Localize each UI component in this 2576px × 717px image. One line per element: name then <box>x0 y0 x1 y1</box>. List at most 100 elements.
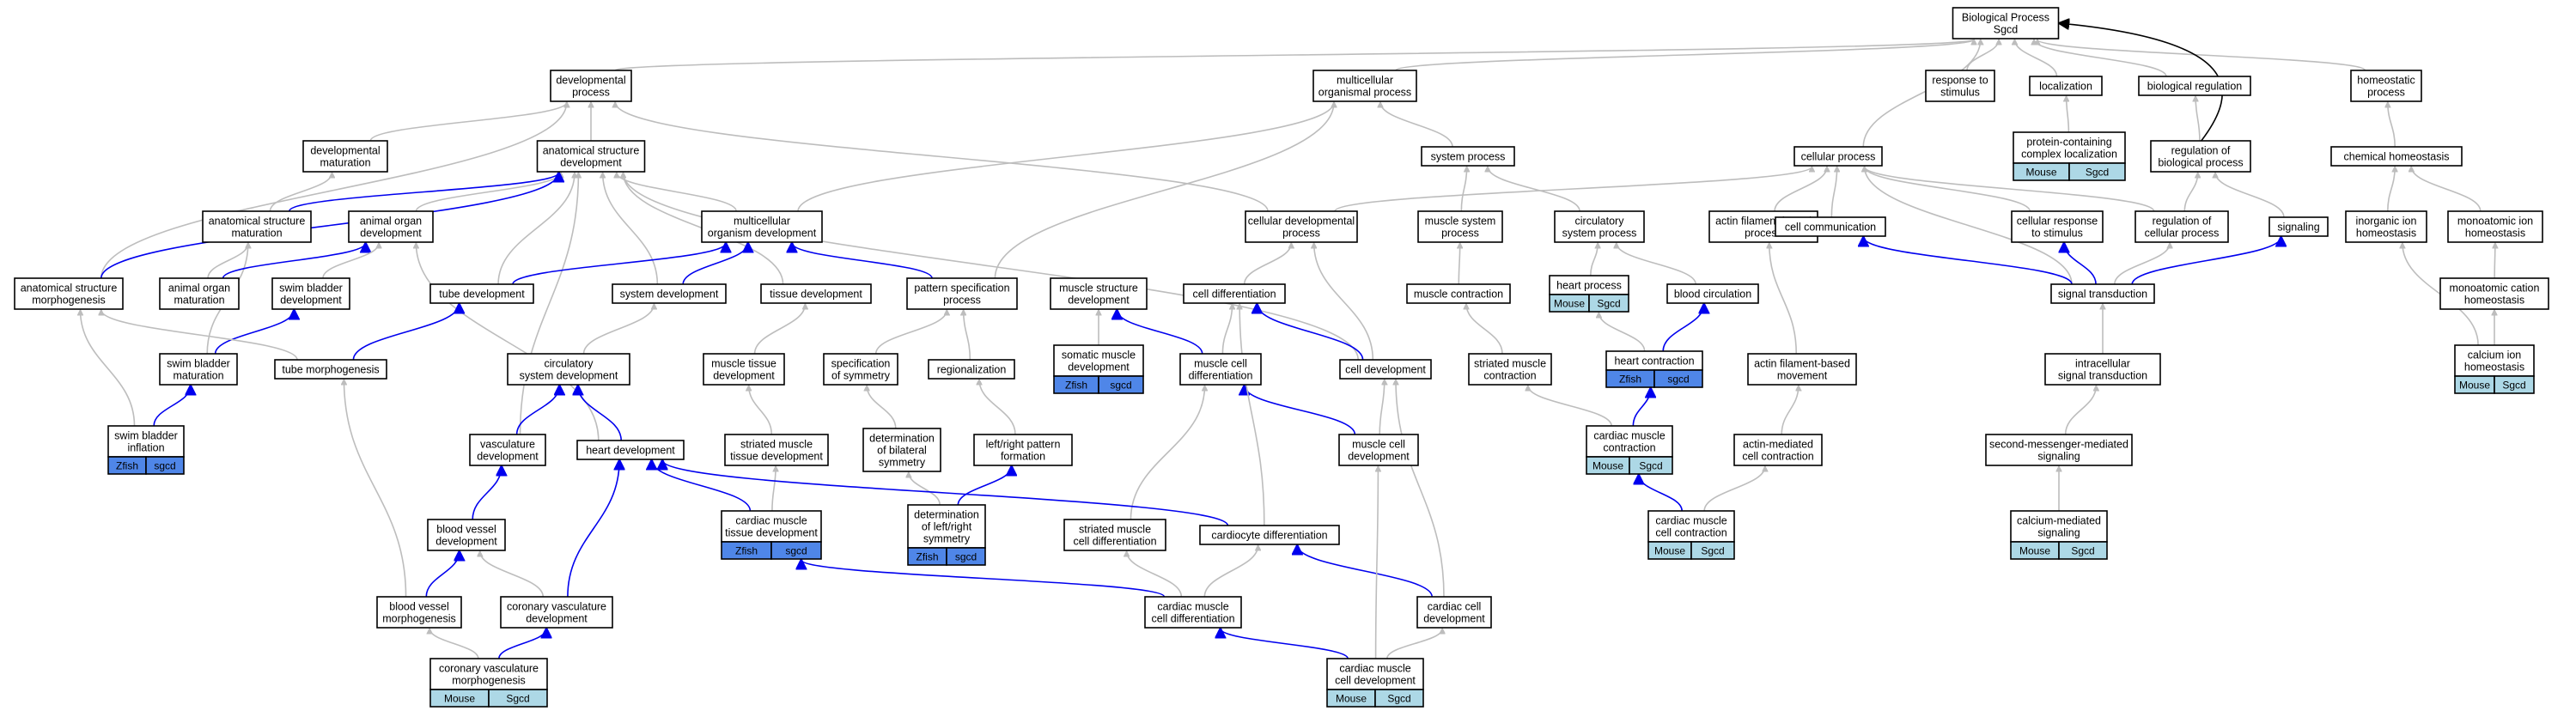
node-label: tissue development <box>730 451 823 463</box>
go-term-cellproc[interactable]: cellular process <box>1793 146 1883 167</box>
go-term-cellcomm[interactable]: cell communication <box>1775 216 1886 237</box>
node-label: process <box>1282 228 1320 240</box>
go-term-bloodcirc[interactable]: blood circulation <box>1666 283 1759 304</box>
node-label: blood vessel <box>436 524 496 536</box>
go-term-sysdev[interactable]: system development <box>612 283 727 304</box>
go-term-sysproc[interactable]: system process <box>1421 146 1515 167</box>
go-term-cardiodiff[interactable]: cardiocyte differentiation <box>1199 525 1340 545</box>
node-label: inorganic ion <box>2356 216 2417 228</box>
node-box <box>14 277 124 310</box>
go-term-celldiff[interactable]: cell differentiation <box>1183 283 1286 304</box>
go-term-celldev[interactable]: cell development <box>1339 359 1432 380</box>
node-box <box>1666 283 1759 304</box>
edge-is-a <box>2064 386 2097 435</box>
gene-badge <box>1374 689 1424 708</box>
node-label: symmetry <box>923 533 971 545</box>
node-box <box>701 210 823 243</box>
go-term-tubemorph[interactable]: tube morphogenesis <box>274 359 387 380</box>
go-term-heartdev[interactable]: heart development <box>576 440 685 460</box>
go-term-tissuedev[interactable]: tissue development <box>760 283 872 304</box>
go-term-signaling[interactable]: signaling <box>2268 216 2329 237</box>
node-label: determination <box>914 509 979 521</box>
species-label: Mouse <box>1654 545 1685 557</box>
node-label: calcium-mediated <box>2017 515 2101 527</box>
node-label: cardiac muscle <box>1339 663 1410 675</box>
edge-is-a <box>2037 39 2366 71</box>
go-term-musclecontr[interactable]: muscle contraction <box>1406 283 1511 304</box>
gene-label: Sgcd <box>2086 167 2109 179</box>
node-label: movement <box>1777 370 1828 382</box>
edge-is-a <box>909 472 941 506</box>
go-term-regionalization[interactable]: regionalization <box>928 359 1015 380</box>
edge-is-a <box>614 39 1974 71</box>
go-term-chemhomeo[interactable]: chemical homeostasis <box>2330 146 2463 167</box>
edge-is-a <box>415 173 561 212</box>
go-term-tubedev[interactable]: tube development <box>429 283 534 304</box>
go-term-sigtrans[interactable]: signal transduction <box>2050 283 2155 304</box>
go-term-loc[interactable]: localization <box>2029 76 2103 96</box>
node-label: inflation <box>127 442 164 454</box>
species-label: Mouse <box>1554 298 1585 310</box>
go-term-bioreg[interactable]: biological regulation <box>2138 76 2251 96</box>
edge-is-a <box>1781 386 1799 435</box>
